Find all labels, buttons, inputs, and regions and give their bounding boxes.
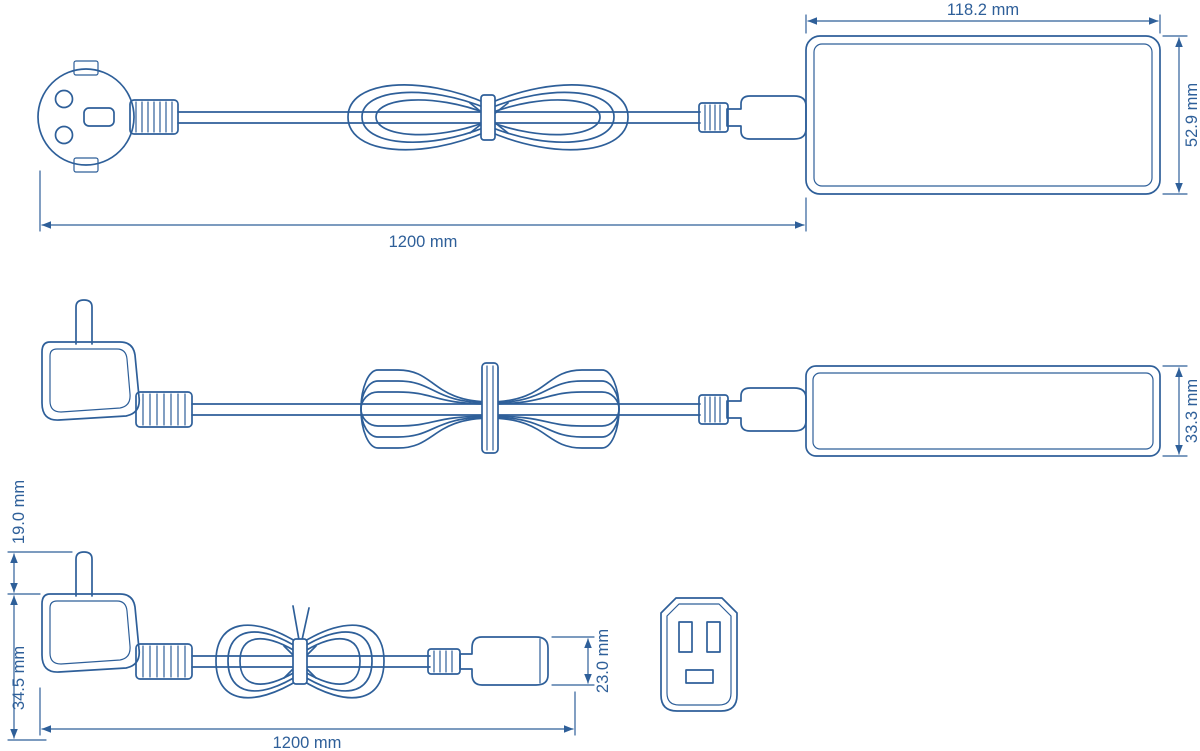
cable-tie-ends bbox=[292, 605, 310, 641]
dimension-pin-length: 19.0 mm bbox=[7, 480, 73, 595]
cable bbox=[177, 111, 701, 124]
dimension-plug-height: 34.5 mm bbox=[7, 595, 47, 741]
cable bbox=[191, 403, 701, 416]
schuko-plug-front bbox=[37, 60, 179, 173]
dc-plug bbox=[726, 95, 807, 140]
plug-pin-hole-bottom bbox=[54, 125, 74, 145]
dimension-cable-length-top: 1200 mm bbox=[39, 170, 807, 251]
dc-plug bbox=[726, 387, 807, 432]
cable-tie bbox=[480, 94, 496, 141]
connector-slot-left bbox=[678, 621, 693, 653]
top-view: 118.2 mm 52.9 mm 1200 mm bbox=[37, 1, 1200, 251]
iec-connector-front bbox=[660, 597, 738, 712]
bottom-view: 19.0 mm 34.5 mm 23.0 mm 1200 mm bbox=[7, 480, 738, 751]
dimension-adapter-height: 52.9 mm bbox=[1162, 35, 1200, 195]
connector-height-label: 23.0 mm bbox=[594, 629, 612, 693]
cable-coil bbox=[347, 84, 629, 151]
cable-coil-flat bbox=[360, 362, 620, 454]
connector-slot-right bbox=[706, 621, 721, 653]
side-view: 33.3 mm bbox=[41, 299, 1200, 457]
iec-connector-side bbox=[459, 636, 549, 686]
pin-length-label: 19.0 mm bbox=[10, 480, 28, 544]
adapter-thickness-label: 33.3 mm bbox=[1183, 379, 1200, 443]
cable-length-label-bottom: 1200 mm bbox=[273, 734, 342, 751]
schuko-plug-side bbox=[41, 551, 193, 680]
schuko-plug-side bbox=[41, 299, 193, 428]
plug-center-detail bbox=[83, 107, 115, 127]
strain-relief bbox=[129, 99, 179, 135]
adapter-width-label: 118.2 mm bbox=[947, 1, 1019, 19]
adapter-side bbox=[805, 365, 1161, 457]
cable-ferrite bbox=[698, 102, 729, 133]
dimension-adapter-thickness: 33.3 mm bbox=[1162, 365, 1200, 457]
cable bbox=[191, 655, 431, 668]
dimension-cable-length-bottom: 1200 mm bbox=[39, 687, 576, 751]
adapter-height-label: 52.9 mm bbox=[1183, 83, 1200, 147]
cable-tie bbox=[292, 638, 308, 685]
cable-coil bbox=[215, 605, 385, 699]
adapter-top bbox=[805, 35, 1161, 195]
plug-pin-hole-top bbox=[54, 89, 74, 109]
dimension-adapter-width: 118.2 mm bbox=[805, 1, 1161, 34]
connector-slot-bottom bbox=[685, 669, 714, 684]
dimension-connector-height: 23.0 mm bbox=[551, 629, 612, 693]
cable-tie bbox=[481, 362, 499, 454]
cable-ferrite bbox=[698, 394, 729, 425]
plug-height-label: 34.5 mm bbox=[10, 646, 28, 710]
connector-strain-relief bbox=[427, 648, 461, 675]
cable-length-label-top: 1200 mm bbox=[389, 233, 458, 251]
